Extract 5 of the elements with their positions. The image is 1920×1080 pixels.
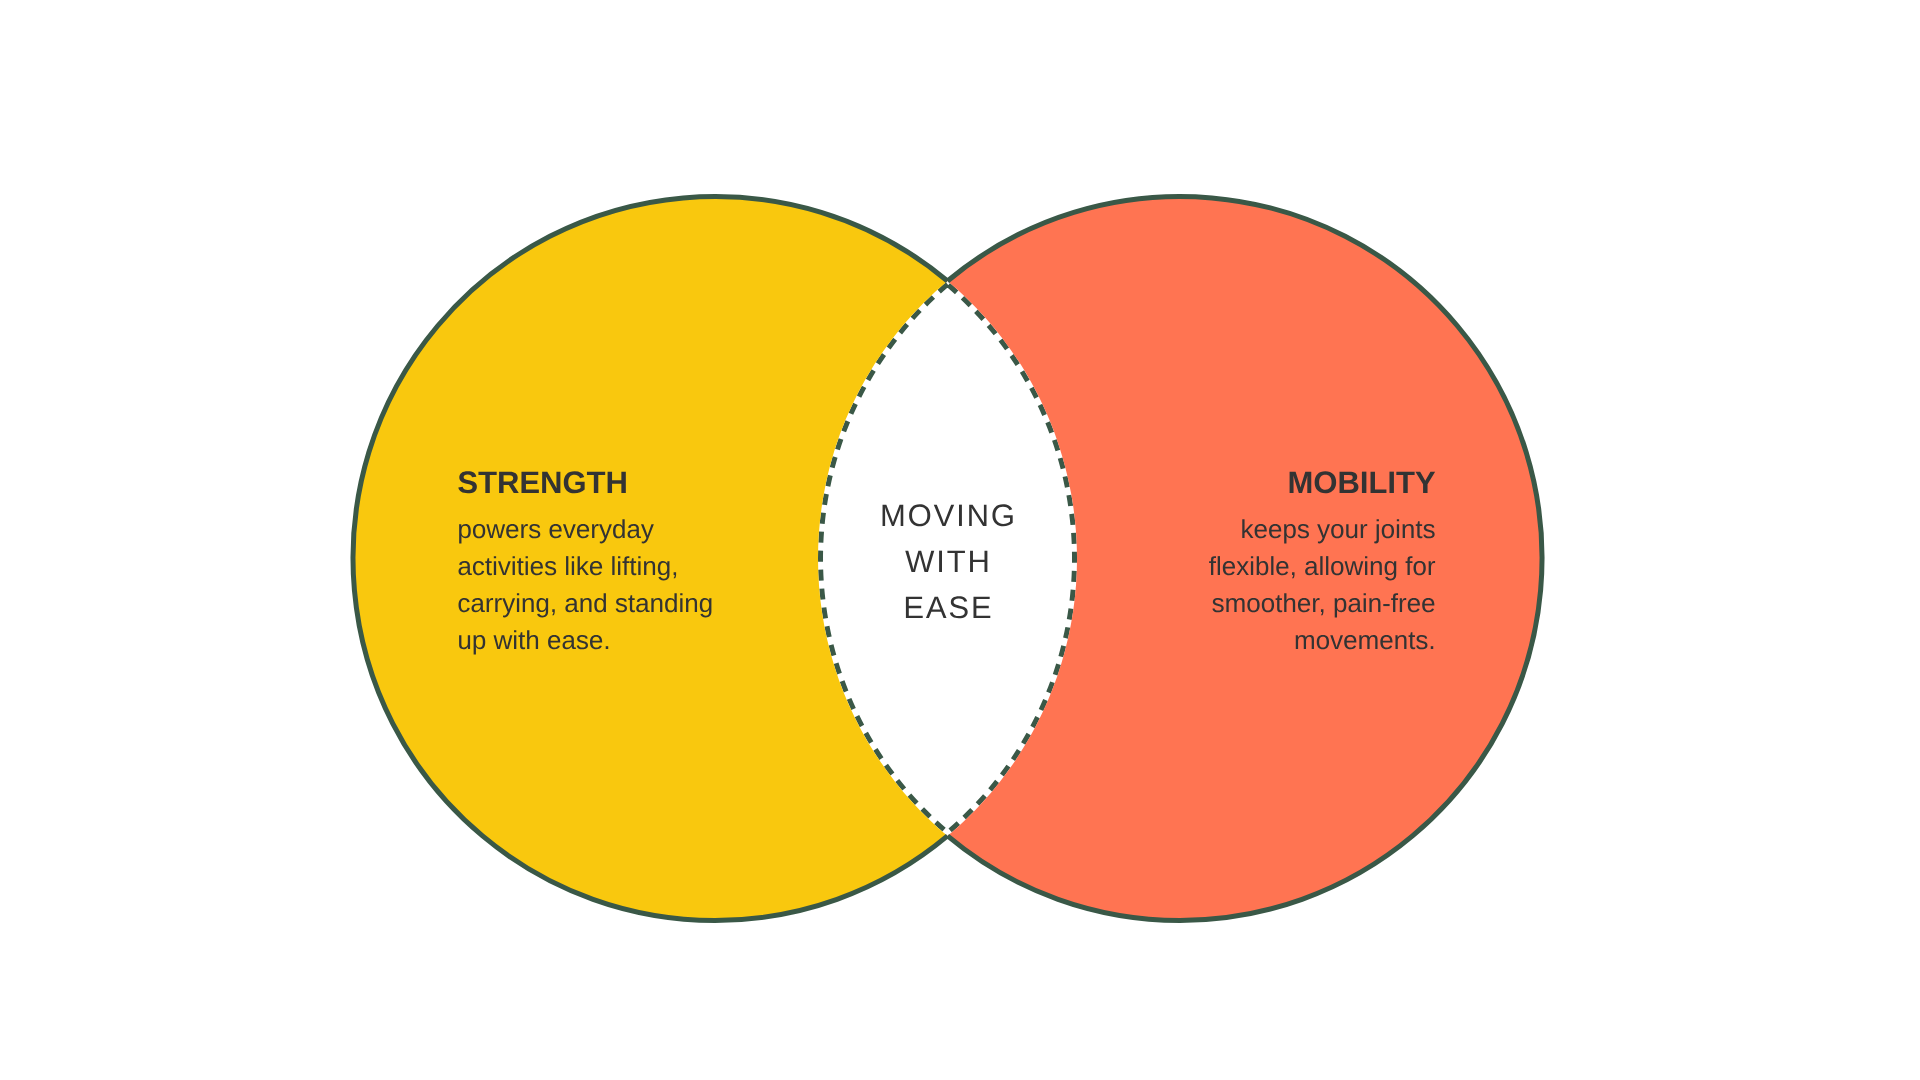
heading: MOBILITY (1289, 471, 1436, 494)
body-text: keeps your joints flexible, allowing for smoother, pain-free movements. (1209, 519, 1436, 650)
center-label: MOVING WITH EASE (882, 504, 1013, 619)
heading: STRENGTH (458, 471, 626, 494)
body-text: powers everyday activities like lifting, carrying, and standing up with ease. (458, 519, 712, 655)
